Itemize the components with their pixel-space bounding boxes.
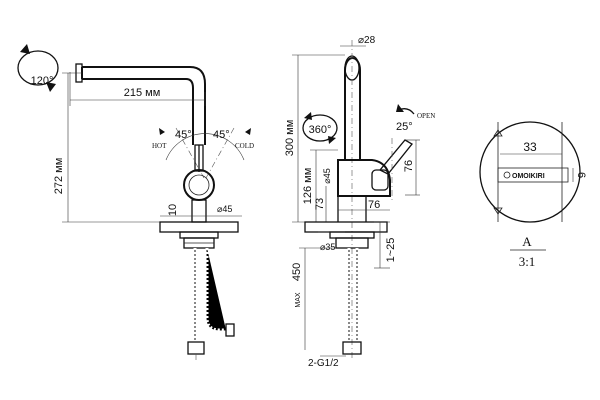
base-diameter-label: ⌀45 — [217, 204, 232, 214]
detail-label: A — [522, 234, 532, 249]
detail-height-label: 6 — [575, 172, 587, 178]
base-height-label: 126 мм — [302, 168, 314, 205]
rotation-360-label: 360° — [309, 124, 332, 136]
connection-label: 2-G1/2 — [308, 358, 339, 369]
hose-length-label: 450 — [291, 263, 303, 281]
lever-angle-label: 25° — [396, 121, 413, 133]
hot-angle-label: 45° — [175, 129, 192, 141]
angle-arc — [165, 133, 245, 161]
side-body — [337, 159, 391, 197]
hot-label: HOT — [152, 142, 167, 150]
cold-label: COLD — [235, 142, 254, 150]
detail-view-a: 33 6 OMOIKIRI A 3:1 — [479, 121, 587, 269]
detail-width-label: 33 — [523, 140, 537, 154]
top-diameter-label: ⌀28 — [358, 35, 376, 46]
mixer-body — [183, 169, 215, 201]
countertop — [159, 221, 239, 233]
body-height-label: 73 — [314, 198, 326, 210]
rotation-arrow-icon — [17, 44, 59, 92]
side-lever — [378, 139, 413, 175]
hoses — [187, 248, 235, 360]
brand-name: OMOIKIRI — [512, 173, 545, 180]
rotation-360-icon — [302, 112, 338, 144]
open-label: OPEN — [417, 112, 435, 120]
front-height-label: 272 мм — [53, 158, 65, 195]
detail-scale: 3:1 — [519, 254, 536, 269]
rotation-angle-label: 120° — [31, 75, 54, 87]
spout-reach-label: 215 мм — [124, 87, 161, 99]
brand-plate — [497, 167, 569, 183]
countertop-range-label: 1~25 — [385, 238, 397, 263]
lever-diameter-label: ⌀45 — [322, 168, 332, 183]
front-view: 120° 215 мм 272 мм HOT COLD 45° 45° — [17, 44, 254, 360]
body-depth-label: 76 — [368, 199, 380, 211]
base-thickness-label: 10 — [167, 204, 179, 216]
side-view: ⌀28 300 мм 360° OPEN 25° 76 — [284, 35, 435, 369]
thread-diameter-label: ⌀35 — [320, 242, 335, 252]
side-height-label: 300 мм — [284, 120, 296, 157]
max-label: MAX — [295, 292, 302, 308]
brand-logo-icon — [503, 171, 511, 179]
cold-angle-label: 45° — [213, 129, 230, 141]
detail-circle — [479, 121, 581, 223]
lever-height-label: 76 — [403, 160, 415, 172]
side-hoses — [342, 248, 362, 355]
